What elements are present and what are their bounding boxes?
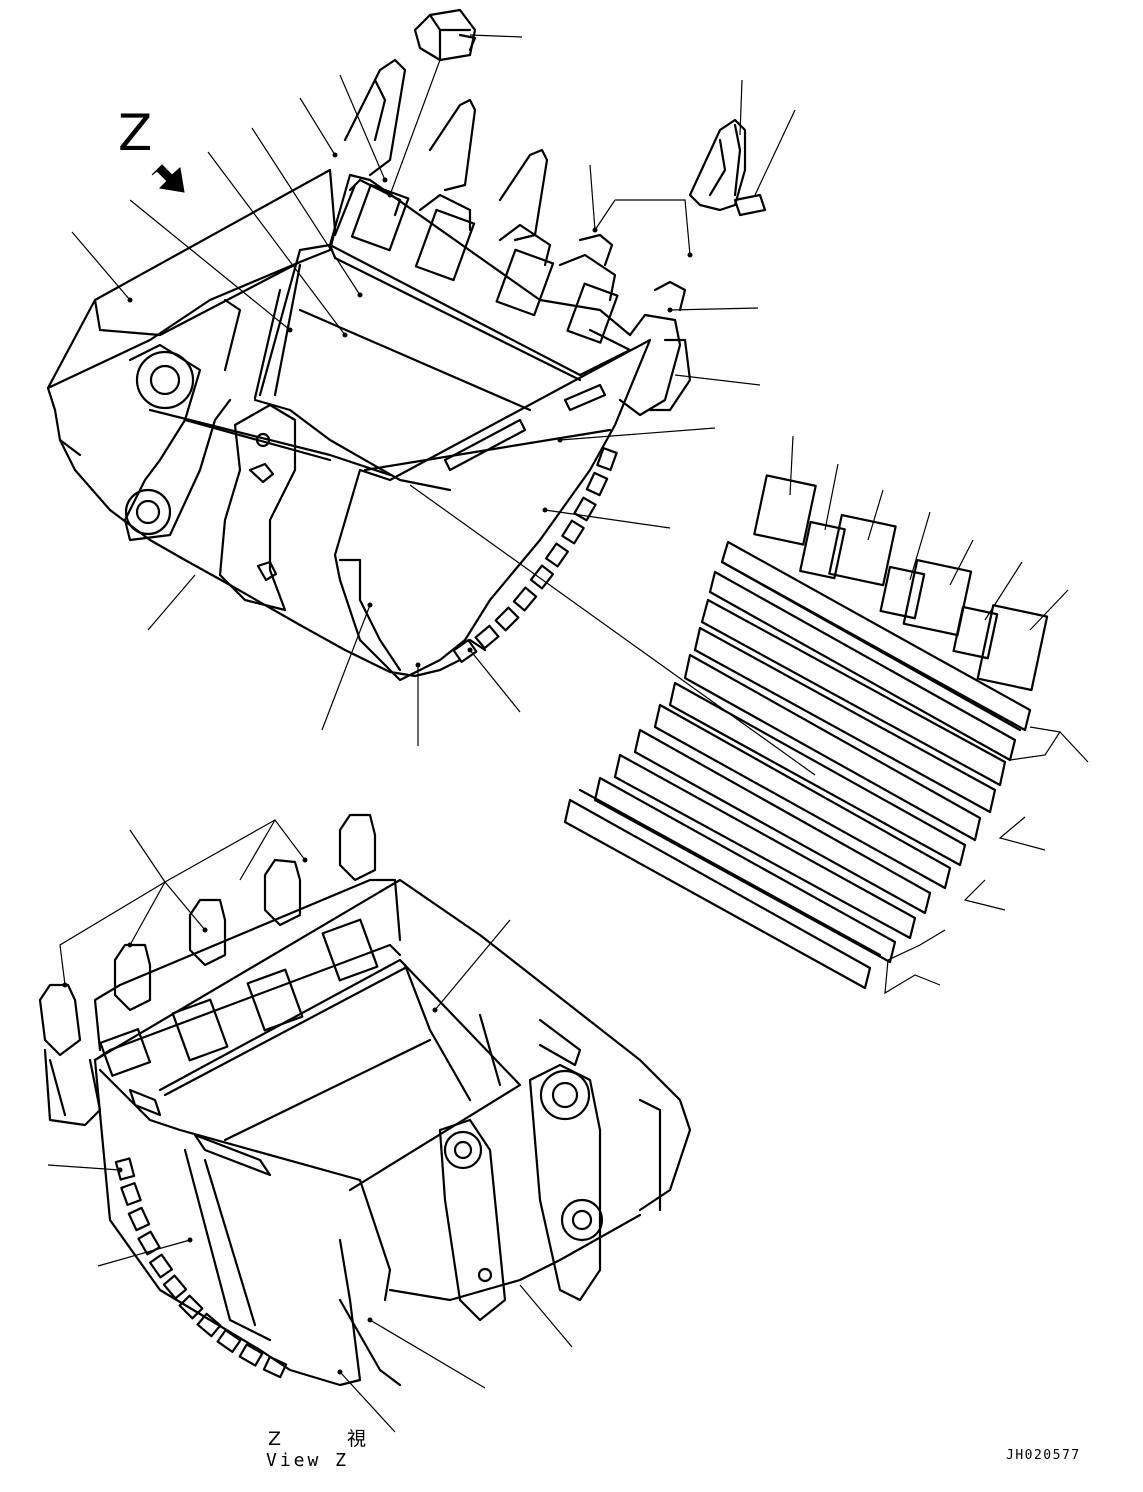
view-title-japanese: Z 視: [268, 1428, 397, 1450]
bucket-top-view: [46, 58, 692, 682]
drawing-number: JH020577: [1006, 1448, 1081, 1463]
view-marker-z: Z: [118, 104, 153, 162]
leader-lines: [47, 34, 1089, 1433]
bucket-view-z: [38, 813, 692, 1387]
exploded-tooth-right: [688, 118, 767, 217]
view-z-arrow-icon: [151, 164, 185, 193]
leader-dots: [62, 152, 693, 1375]
exploded-tooth-top: [413, 8, 477, 62]
liner-plates: [563, 474, 1049, 990]
view-title-english: View Z: [266, 1450, 350, 1471]
